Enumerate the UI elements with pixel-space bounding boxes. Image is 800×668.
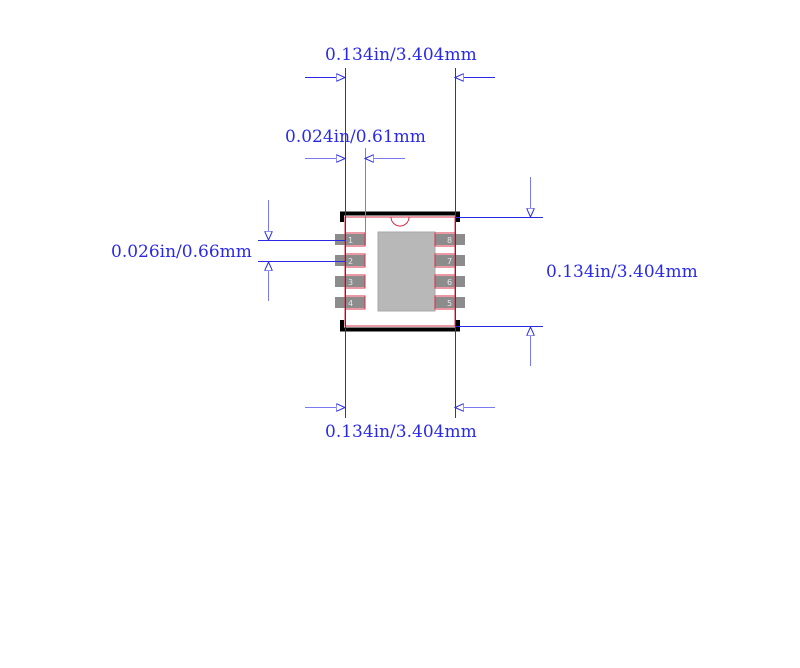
pad-3 bbox=[335, 276, 365, 287]
pin-label-1: 1 bbox=[348, 236, 353, 245]
dim-top-width-label: 0.134in/3.404mm bbox=[325, 45, 477, 65]
dim-bottom-width-label: 0.134in/3.404mm bbox=[325, 422, 477, 442]
pad-2 bbox=[335, 255, 365, 266]
pin1-notch bbox=[390, 216, 410, 227]
pin-label-2: 2 bbox=[348, 257, 353, 266]
thermal-pad bbox=[377, 231, 436, 312]
extension-lines bbox=[258, 68, 543, 418]
pin-label-4: 4 bbox=[348, 299, 353, 308]
dim-pad-width-label: 0.024in/0.61mm bbox=[285, 127, 426, 147]
dim-right-height-label: 0.134in/3.404mm bbox=[546, 262, 698, 282]
dim-pitch-label: 0.026in/0.66mm bbox=[111, 242, 252, 262]
pad-6 bbox=[435, 276, 465, 287]
pin-label-5: 5 bbox=[447, 299, 452, 308]
pin-label-6: 6 bbox=[447, 278, 452, 287]
pad-4 bbox=[335, 297, 365, 308]
pad-8 bbox=[435, 234, 465, 245]
pin-label-8: 8 bbox=[447, 236, 452, 245]
pad-1 bbox=[335, 234, 365, 245]
pad-7 bbox=[435, 255, 465, 266]
pad-5 bbox=[435, 297, 465, 308]
dimension-arrows bbox=[269, 78, 531, 408]
pin-label-7: 7 bbox=[447, 257, 452, 266]
pin-label-3: 3 bbox=[348, 278, 353, 287]
